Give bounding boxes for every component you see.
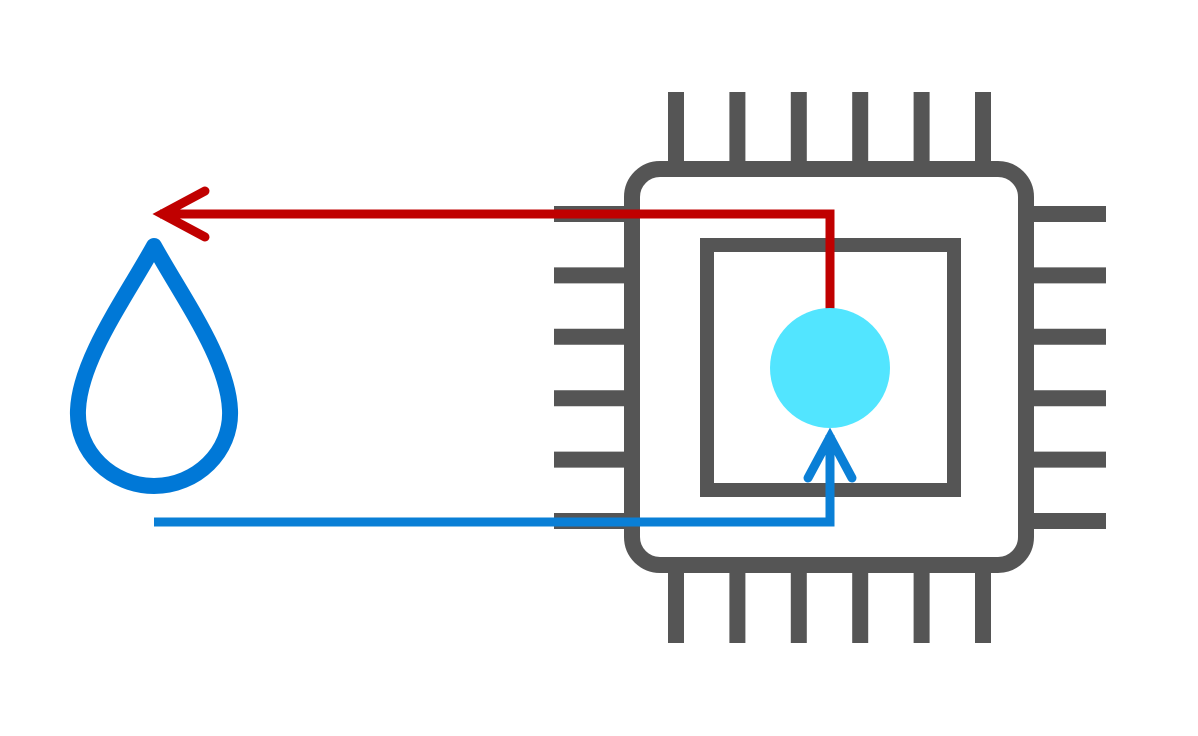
arrow-up-icon [803, 427, 857, 483]
chip-pins-right [1030, 206, 1106, 529]
chip-pins-bottom [668, 570, 991, 643]
water-drop-icon [69, 238, 239, 494]
chip-pins-top [668, 92, 991, 165]
chip-pins-left [554, 206, 628, 529]
arrow-left-icon [152, 186, 210, 242]
die-hotspot-circle [770, 308, 890, 428]
hot-flow-line [160, 209, 835, 310]
cold-flow-line [154, 435, 835, 527]
